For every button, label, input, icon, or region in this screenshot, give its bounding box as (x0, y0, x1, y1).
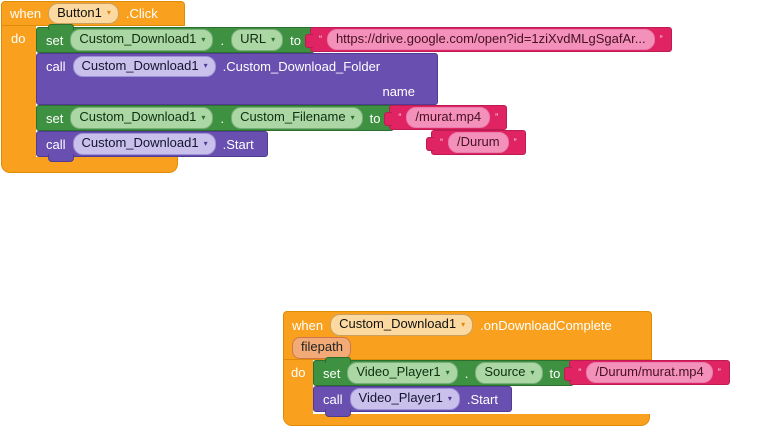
event-do-spine: do (1, 26, 36, 157)
do-label: do (11, 31, 26, 46)
property-dropdown[interactable]: URL ▾ (231, 29, 284, 51)
dropdown-value: Source (484, 364, 526, 380)
call-label: call (323, 391, 343, 407)
text-block-url[interactable]: “ https://drive.google.com/open?id=1ziXv… (304, 27, 672, 52)
event-name-label: .onDownloadComplete (480, 317, 612, 333)
dropdown-value: Video_Player1 (356, 364, 441, 380)
call-download-folder-block[interactable]: call Custom_Download1 ▾ .Custom_Download… (36, 53, 526, 155)
to-label: to (290, 32, 301, 48)
event-param-filepath[interactable]: filepath (292, 337, 351, 359)
event-header-download-complete[interactable]: when Custom_Download1 ▾ .onDownloadCompl… (283, 311, 652, 360)
set-url-block[interactable]: set Custom_Download1 ▾ . URL ▾ to (36, 24, 315, 53)
dropdown-value: Custom_Download1 (79, 31, 197, 47)
set-source-block[interactable]: set Video_Player1 ▾ . Source ▾ to (313, 357, 575, 386)
component-dropdown[interactable]: Video_Player1 ▾ (347, 362, 458, 384)
close-quote: ” (495, 112, 499, 122)
call-start-block[interactable]: call Custom_Download1 ▾ .Start (36, 131, 268, 162)
component-dropdown[interactable]: Custom_Download1 ▾ (72, 133, 216, 155)
dot-label: . (220, 110, 225, 126)
chevron-down-icon: ▾ (271, 34, 276, 44)
row-set-source: set Video_Player1 ▾ . Source ▾ to “ /Dur… (313, 357, 730, 386)
call-player-start-block[interactable]: call Video_Player1 ▾ .Start (313, 386, 512, 417)
property-dropdown[interactable]: Custom_Filename ▾ (231, 107, 363, 129)
set-label: set (323, 365, 341, 381)
dropdown-value: Custom_Download1 (339, 316, 457, 332)
method-label: .Start (222, 136, 254, 152)
do-label: do (291, 365, 306, 380)
to-label: to (549, 365, 561, 381)
text-block-durum[interactable]: “ /Durum ” (426, 130, 526, 155)
set-label: set (46, 32, 64, 48)
row-set-filename: set Custom_Download1 ▾ . Custom_Filename… (36, 105, 508, 131)
chevron-down-icon: ▾ (203, 138, 208, 148)
text-block-source-path[interactable]: “ /Durum/murat.mp4 ” (564, 360, 730, 385)
close-quote: ” (717, 367, 721, 377)
row-set-url: set Custom_Download1 ▾ . URL ▾ to “ http… (36, 24, 672, 53)
call-label: call (46, 136, 66, 152)
chevron-down-icon: ▾ (350, 112, 355, 122)
set-label: set (46, 110, 64, 126)
row-call-player-start: call Video_Player1 ▾ .Start (313, 386, 512, 417)
open-quote: “ (398, 112, 402, 122)
text-value[interactable]: https://drive.google.com/open?id=1ziXvdM… (326, 28, 655, 51)
dropdown-value: Custom_Filename (240, 109, 346, 125)
param-name-label: name (382, 84, 415, 99)
close-quote: ” (513, 137, 517, 147)
chevron-down-icon: ▾ (461, 319, 466, 329)
text-value[interactable]: /Durum/murat.mp4 (586, 361, 713, 384)
component-dropdown-custom-download1[interactable]: Custom_Download1 ▾ (330, 314, 474, 336)
chevron-down-icon: ▾ (447, 393, 452, 403)
property-dropdown[interactable]: Source ▾ (475, 362, 543, 384)
dropdown-value: Custom_Download1 (81, 135, 199, 151)
component-dropdown[interactable]: Custom_Download1 ▾ (70, 107, 214, 129)
when-label: when (10, 6, 42, 21)
chevron-down-icon: ▾ (203, 61, 208, 70)
dropdown-value: Video_Player1 (358, 390, 443, 406)
open-quote: “ (578, 367, 582, 377)
dot-label: . (464, 365, 469, 381)
chevron-down-icon: ▾ (530, 367, 535, 377)
chevron-down-icon: ▾ (201, 112, 206, 122)
method-label: .Start (466, 391, 498, 407)
method-label: .Custom_Download_Folder (222, 59, 381, 74)
text-value[interactable]: /Durum (448, 131, 509, 154)
dot-label: . (220, 32, 225, 48)
event-do-spine: do (283, 360, 313, 414)
row-call-start: call Custom_Download1 ▾ .Start (36, 131, 268, 162)
chevron-down-icon: ▾ (106, 8, 111, 17)
row-call-folder: call Custom_Download1 ▾ .Custom_Download… (36, 53, 526, 155)
chevron-down-icon: ▾ (201, 34, 206, 44)
to-label: to (369, 110, 381, 126)
dropdown-value: URL (240, 31, 267, 47)
event-name-label: .Click (125, 6, 158, 21)
dropdown-value: Custom_Download1 (81, 57, 199, 73)
close-quote: ” (659, 34, 663, 44)
open-quote: “ (440, 137, 443, 147)
component-dropdown-button1[interactable]: Button1 ▾ (48, 2, 119, 25)
dropdown-value: Button1 (57, 4, 102, 20)
event-bottom-bar (1, 157, 178, 173)
dropdown-value: Custom_Download1 (79, 109, 197, 125)
when-label: when (292, 317, 324, 333)
set-filename-block[interactable]: set Custom_Download1 ▾ . Custom_Filename… (36, 105, 395, 131)
event-header-button-click[interactable]: when Button1 ▾ .Click (1, 1, 185, 26)
chevron-down-icon: ▾ (445, 367, 450, 377)
call-label: call (46, 59, 66, 74)
component-dropdown[interactable]: Custom_Download1 ▾ (72, 55, 216, 78)
component-dropdown[interactable]: Video_Player1 ▾ (349, 388, 460, 410)
text-block-filename[interactable]: “ /murat.mp4 ” (384, 105, 508, 130)
component-dropdown[interactable]: Custom_Download1 ▾ (70, 29, 214, 51)
text-value[interactable]: /murat.mp4 (406, 106, 491, 129)
open-quote: “ (318, 34, 322, 44)
